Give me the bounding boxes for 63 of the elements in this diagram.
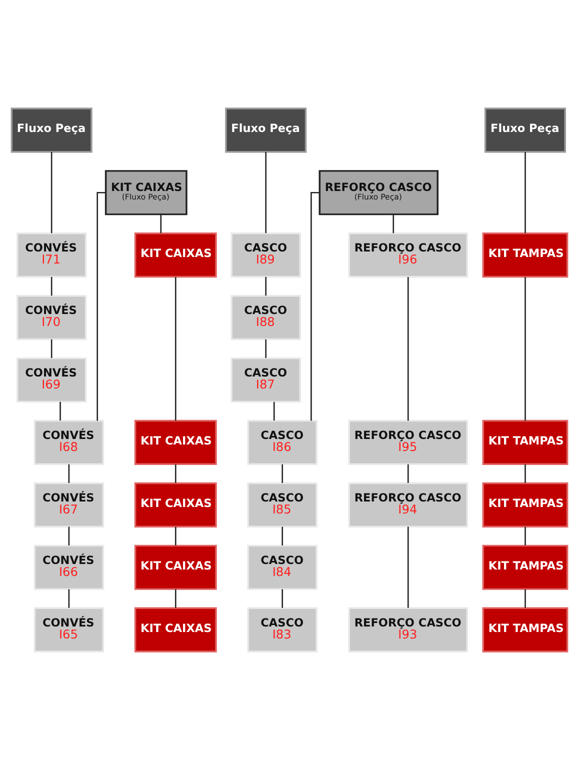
connector xyxy=(273,402,275,421)
connector xyxy=(524,526,526,546)
node-box: KIT CAIXAS xyxy=(134,232,217,278)
connector xyxy=(60,402,61,421)
node-box: CASCO I83 xyxy=(247,607,318,652)
connector xyxy=(524,589,526,608)
connector xyxy=(68,526,70,546)
node-box: KIT TAMPAS xyxy=(482,232,568,278)
connector xyxy=(392,214,394,234)
node-box: KIT CAIXAS xyxy=(134,544,217,590)
node-box: KIT CAIXAS xyxy=(134,482,217,528)
connector xyxy=(282,526,283,546)
connector xyxy=(310,192,320,421)
node-box: REFORÇO CASCO I95 xyxy=(348,420,468,466)
node-box: CASCO I85 xyxy=(247,482,318,528)
connector xyxy=(50,276,52,296)
node-box: KIT CAIXAS (Fluxo Peça) xyxy=(104,170,188,216)
connector xyxy=(407,276,409,421)
node-box: KIT TAMPAS xyxy=(482,544,568,590)
node-box: KIT TAMPAS xyxy=(482,482,568,528)
node-box: CONVÉS I65 xyxy=(34,607,104,652)
connector xyxy=(282,589,283,608)
node-box: CASCO I88 xyxy=(230,294,301,340)
connector xyxy=(50,152,52,234)
connector xyxy=(407,464,409,483)
node-box: CASCO I89 xyxy=(230,232,301,278)
node-box: CONVÉS I66 xyxy=(34,544,104,590)
connector xyxy=(524,152,526,234)
node-box: CONVÉS I68 xyxy=(34,420,104,466)
connector xyxy=(265,339,266,358)
node-box: KIT CAIXAS xyxy=(134,607,217,652)
connector xyxy=(160,214,162,234)
node-box: REFORÇO CASCO I94 xyxy=(348,482,468,528)
connector xyxy=(68,464,70,483)
connector xyxy=(524,276,526,421)
node-box: KIT CAIXAS xyxy=(134,420,217,466)
connector xyxy=(282,464,283,483)
connector xyxy=(174,526,176,546)
node-box: CONVÉS I70 xyxy=(16,294,87,340)
node-box: KIT TAMPAS xyxy=(482,420,568,466)
node-box: REFORÇO CASCO I93 xyxy=(348,607,468,652)
connector xyxy=(68,589,70,608)
connector xyxy=(96,192,106,421)
connector xyxy=(174,276,176,421)
connector xyxy=(265,276,266,296)
node-box: CONVÉS I67 xyxy=(34,482,104,528)
connector xyxy=(174,589,176,608)
node-box: CONVÉS I71 xyxy=(16,232,87,278)
connector xyxy=(50,339,52,358)
node-box: Fluxo Peça xyxy=(225,108,307,153)
connector xyxy=(174,464,176,483)
connector xyxy=(265,152,266,234)
connector xyxy=(407,526,409,608)
node-box: Fluxo Peça xyxy=(484,108,566,153)
node-box: REFORÇO CASCO (Fluxo Peça) xyxy=(318,170,438,216)
node-box: KIT TAMPAS xyxy=(482,607,568,652)
node-box: CASCO I84 xyxy=(247,544,318,590)
node-box: REFORÇO CASCO I96 xyxy=(348,232,468,278)
node-box: Fluxo Peça xyxy=(10,108,92,153)
node-box: CASCO I87 xyxy=(230,357,301,403)
connector xyxy=(524,464,526,483)
node-box: CONVÉS I69 xyxy=(16,357,87,403)
node-box: CASCO I86 xyxy=(247,420,318,466)
